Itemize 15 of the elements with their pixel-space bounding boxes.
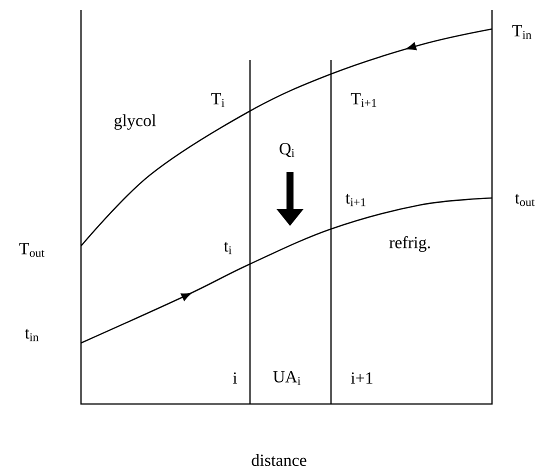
curve-label: T$_{in}$ (512, 25, 532, 39)
curve-label: T$_{i}$ (211, 93, 224, 107)
fluid-label: refrig. (389, 236, 430, 252)
curve-label: t$_{out}$ (514, 194, 535, 206)
section-label: UA$_{i}$ (273, 371, 300, 385)
fluid-label: glycol (114, 114, 156, 130)
axis-label: distance (252, 454, 306, 466)
curve-label: T$_{i+1}$ (350, 93, 376, 107)
section-label: i (233, 372, 238, 384)
heat-label: Q$_{i}$ (280, 143, 294, 158)
curve-label: T$_{out}$ (19, 243, 44, 257)
curve-label: t$_{i}$ (224, 242, 232, 254)
curve-label: t$_{in}$ (24, 328, 39, 342)
section-label: i+1 (350, 372, 372, 384)
curve-label: t$_{i+1}$ (346, 194, 366, 206)
